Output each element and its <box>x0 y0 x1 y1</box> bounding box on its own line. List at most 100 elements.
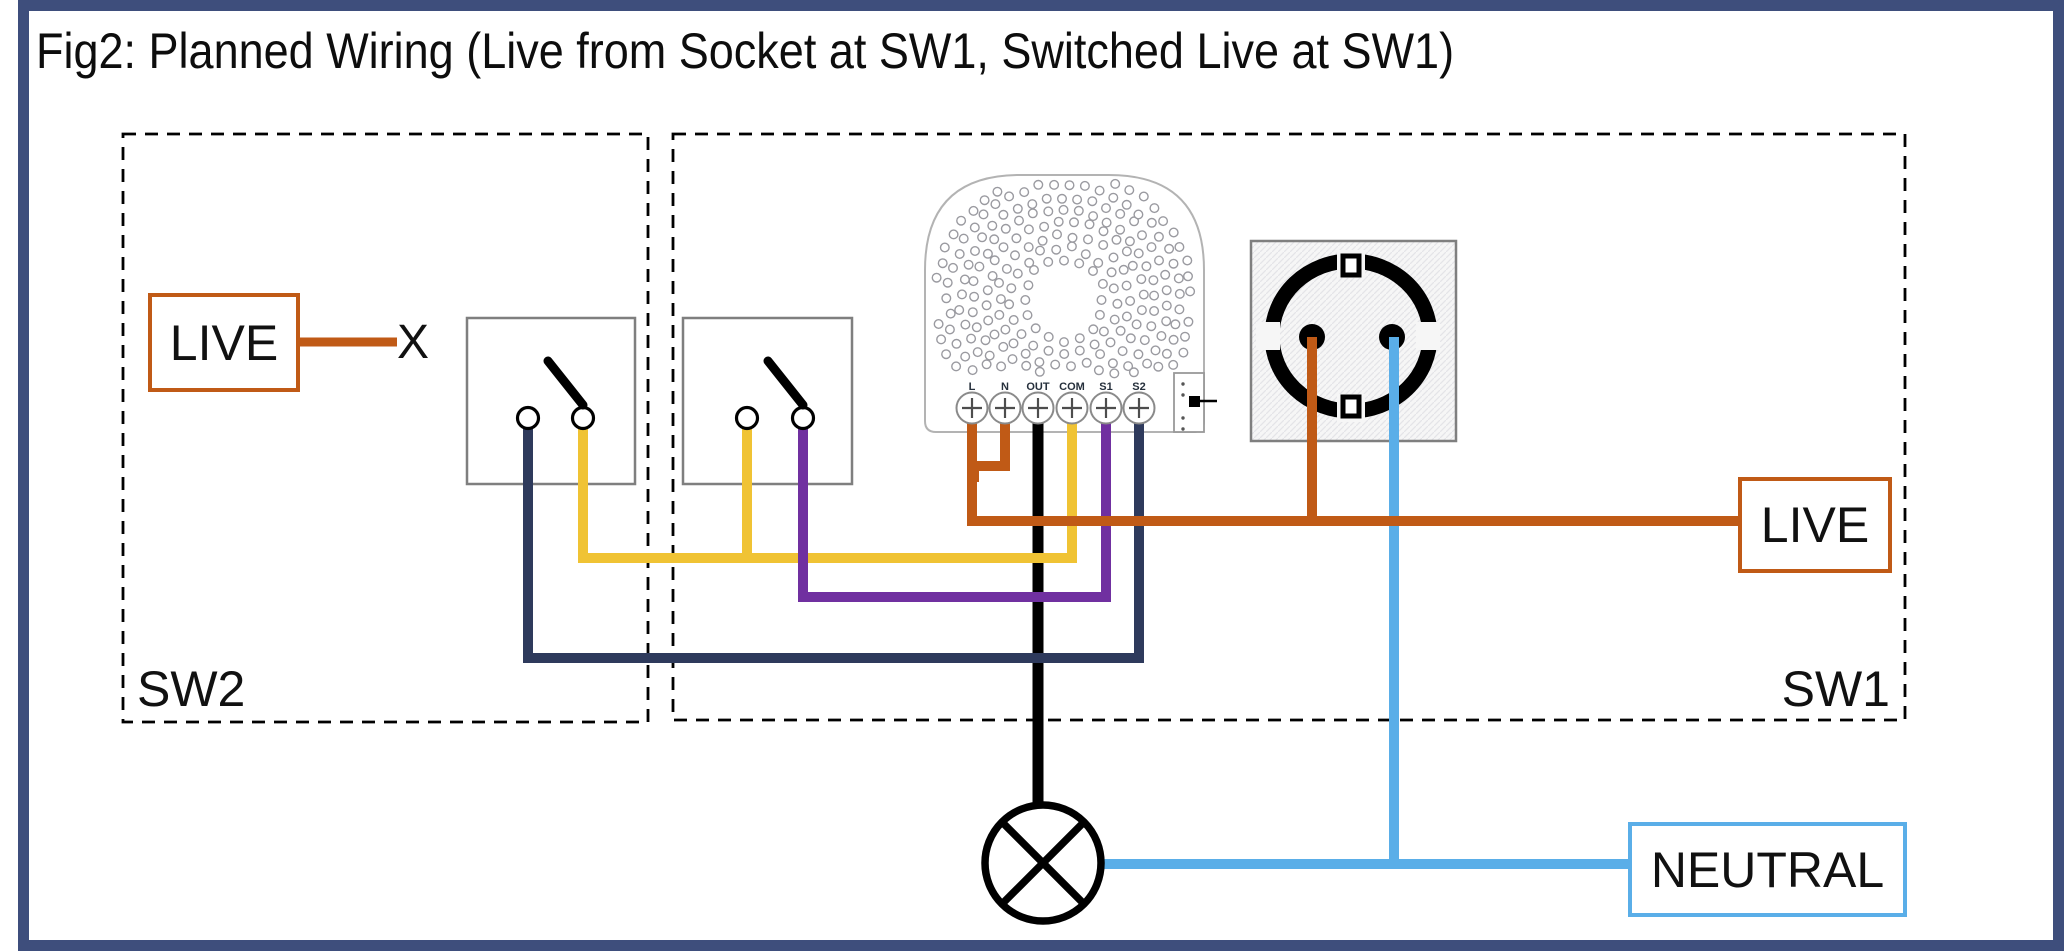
vent-hole <box>1050 359 1061 370</box>
vent-hole <box>1121 246 1132 257</box>
vent-hole <box>942 277 953 288</box>
vent-hole <box>1064 180 1075 191</box>
live-feed-label: LIVE <box>1760 497 1870 553</box>
vent-hole <box>971 322 982 333</box>
vent-hole <box>998 242 1009 253</box>
vent-hole <box>989 329 1000 340</box>
vent-hole <box>1153 231 1164 242</box>
lamp <box>981 801 1105 925</box>
vent-hole <box>968 205 979 216</box>
vent-hole <box>1118 264 1129 275</box>
vent-hole <box>1053 216 1064 227</box>
vent-hole <box>1051 244 1062 255</box>
vent-hole <box>1030 323 1041 334</box>
vent-hole <box>963 259 974 270</box>
vent-hole <box>951 338 962 349</box>
vent-hole <box>1160 269 1171 280</box>
neutral-label: NEUTRAL <box>1650 841 1885 898</box>
vent-hole <box>1108 252 1119 263</box>
vent-hole <box>1136 305 1147 316</box>
vent-hole <box>1127 260 1138 271</box>
vent-hole <box>937 258 948 269</box>
vent-hole <box>1021 360 1032 371</box>
vent-hole <box>931 272 942 283</box>
vent-hole <box>1139 335 1150 346</box>
vent-hole <box>1007 354 1018 365</box>
vent-hole <box>960 319 971 330</box>
sw2-right-pole <box>570 405 596 431</box>
vent-hole <box>1020 295 1031 306</box>
vent-hole <box>1034 357 1045 368</box>
vent-hole <box>1128 367 1139 378</box>
vent-hole <box>1131 319 1142 330</box>
vent-hole <box>1161 285 1172 296</box>
outer-frame <box>18 0 2064 951</box>
vent-hole <box>1111 234 1122 245</box>
vent-hole <box>989 234 1000 245</box>
vent-hole <box>1105 337 1116 348</box>
vent-hole <box>1012 268 1023 279</box>
vent-hole <box>1082 234 1093 245</box>
vent-hole <box>995 294 1006 305</box>
vent-hole <box>1084 219 1095 230</box>
vent-hole <box>1098 326 1109 337</box>
vent-hole <box>1028 340 1039 351</box>
vent-hole <box>1039 221 1050 232</box>
vent-hole <box>959 274 970 285</box>
vent-hole <box>948 229 959 240</box>
wall-socket <box>1249 239 1458 443</box>
vent-hole <box>1161 348 1172 359</box>
vent-hole <box>1023 280 1034 291</box>
vent-hole <box>1027 208 1038 219</box>
vent-hole <box>956 215 967 226</box>
vent-hole <box>969 291 980 302</box>
vent-hole <box>1094 309 1105 320</box>
vent-hole <box>1138 289 1149 300</box>
vent-hole <box>1121 199 1132 210</box>
relay-module <box>924 174 1217 433</box>
vent-hole <box>933 319 944 330</box>
sw1-lever <box>763 356 808 410</box>
vent-hole <box>1065 361 1076 372</box>
vent-hole <box>1072 194 1083 205</box>
switch-sw2 <box>465 316 637 486</box>
sw1-zone-label: SW1 <box>1781 661 1890 717</box>
vent-hole <box>1088 324 1099 335</box>
vent-hole <box>1081 357 1092 368</box>
vent-hole <box>979 195 990 206</box>
vent-hole <box>1079 180 1090 191</box>
vent-hole <box>1011 233 1022 244</box>
vent-hole <box>1133 248 1144 259</box>
vent-hole <box>1124 185 1135 196</box>
sw1-left-pole <box>734 405 760 431</box>
vent-hole <box>1098 226 1109 237</box>
vent-hole <box>1108 283 1119 294</box>
vent-hole <box>1043 256 1054 267</box>
vent-hole <box>1004 191 1015 202</box>
live-n-jumper-wire <box>969 410 1010 482</box>
vent-hole <box>970 245 981 256</box>
vent-hole <box>1016 329 1027 340</box>
vent-hole <box>1028 265 1039 276</box>
vent-hole <box>1142 358 1153 369</box>
vent-hole <box>1008 338 1019 349</box>
vent-hole <box>1066 241 1077 252</box>
sw2-zone-label: SW2 <box>137 661 246 717</box>
vent-hole <box>1096 295 1107 306</box>
vent-hole <box>1087 266 1098 277</box>
vent-hole <box>1161 316 1172 327</box>
terminal-label: S2 <box>1132 381 1145 393</box>
vent-hole <box>1000 324 1011 335</box>
vent-hole <box>1059 349 1070 360</box>
vent-hole <box>974 261 985 272</box>
vent-hole <box>1041 193 1052 204</box>
terminal-label: N <box>1001 381 1009 393</box>
vent-hole <box>1008 315 1019 326</box>
vent-hole <box>1109 314 1120 325</box>
vent-hole <box>1049 179 1060 190</box>
vent-hole <box>939 242 950 253</box>
vent-hole <box>998 209 1009 220</box>
vent-hole <box>1158 216 1169 227</box>
